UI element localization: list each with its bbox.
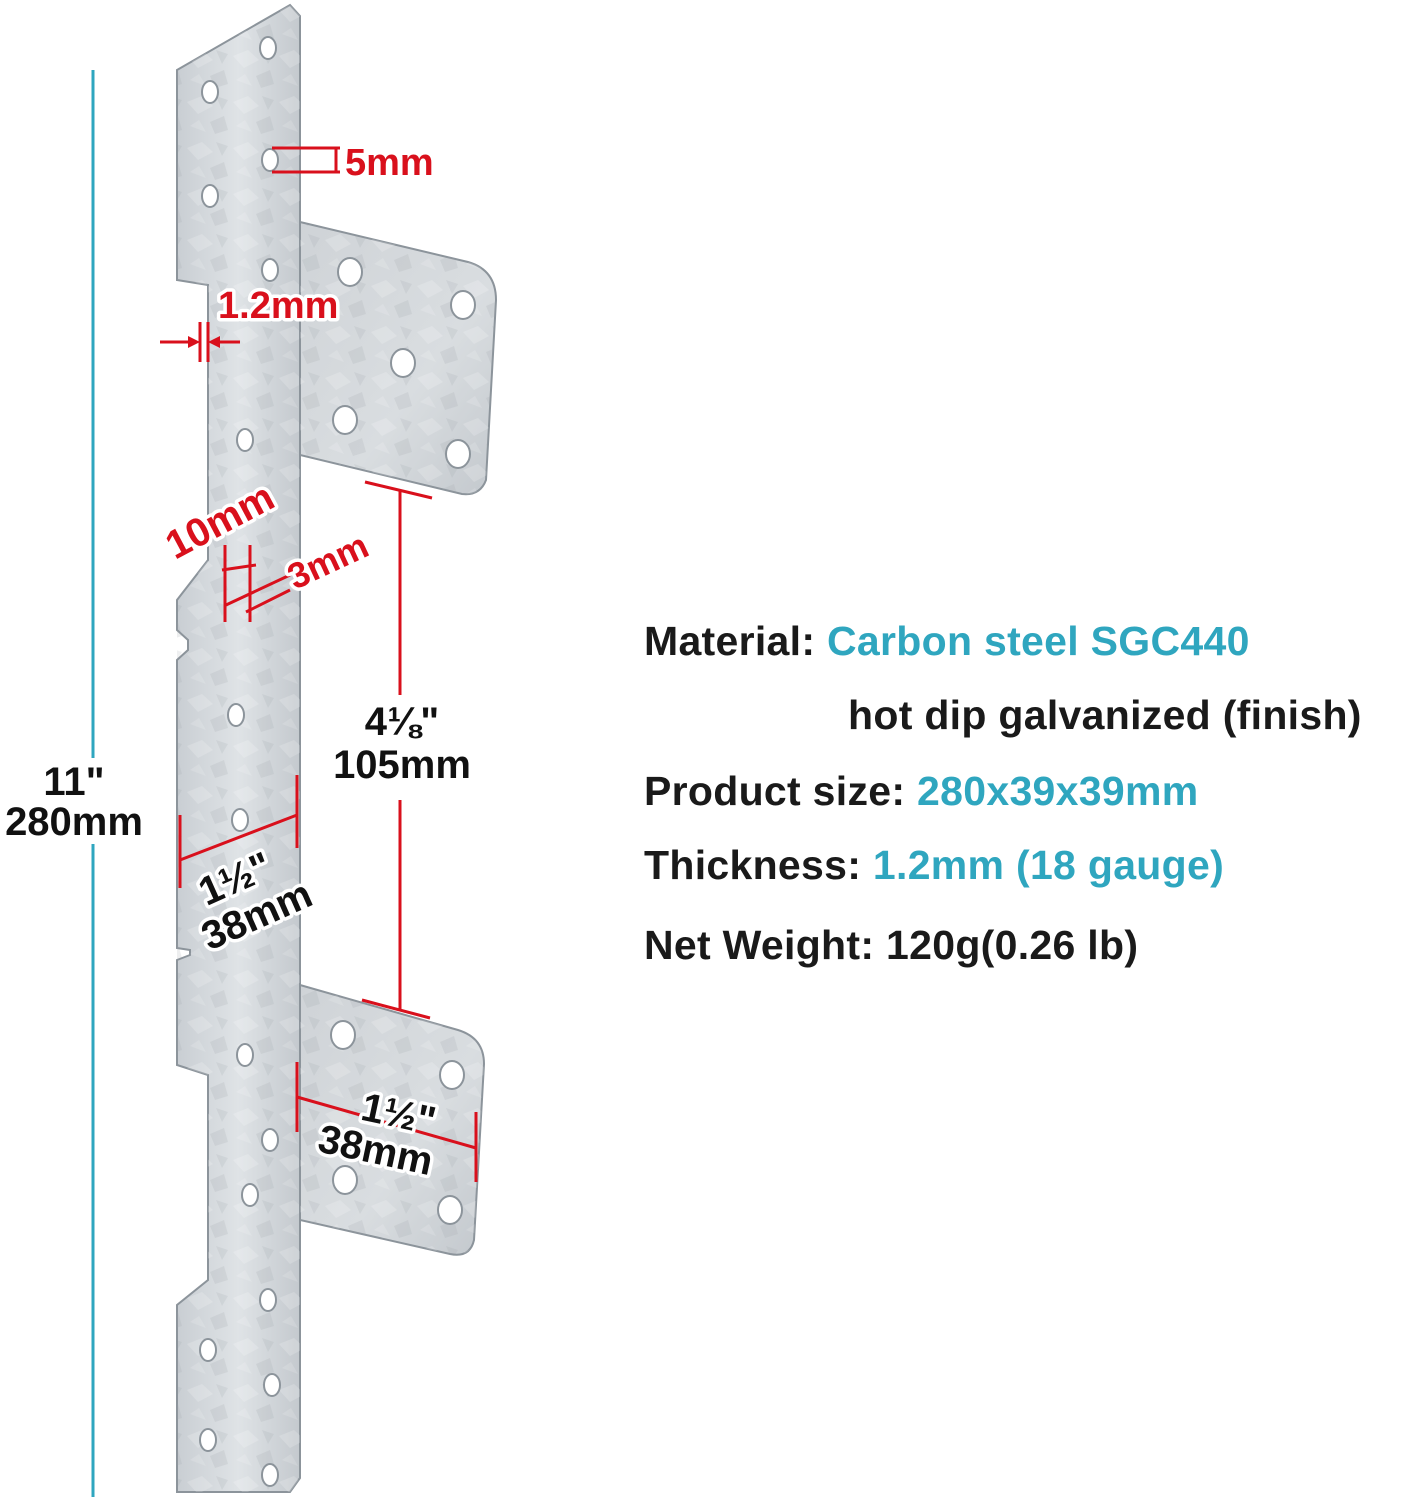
flange-width-in: 1½": [357, 1085, 439, 1144]
flange-holes: [330, 257, 476, 1225]
thickness-label: 1.2mm: [218, 285, 338, 327]
weight-label: Net Weight:: [644, 922, 875, 968]
material-label: Material:: [644, 618, 816, 664]
finish-spec: hot dip galvanized (finish): [848, 692, 1362, 739]
thickness-spec-label: Thickness:: [644, 842, 862, 888]
size-value: 280x39x39mm: [917, 768, 1199, 814]
thickness-spec: Thickness: 1.2mm (18 gauge): [644, 842, 1224, 889]
flange-spacing-label: 4⅛" 105mm: [330, 697, 475, 791]
material-spec: Material: Carbon steel SGC440: [644, 618, 1250, 665]
flange-width-label: 1½" 38mm: [311, 1082, 443, 1188]
thickness-dim: [160, 322, 240, 362]
weight-value: 120g(0.26 lb): [886, 922, 1139, 968]
flange-width-dim: [295, 1062, 478, 1182]
size-label: Product size:: [644, 768, 906, 814]
material-value: Carbon steel SGC440: [827, 618, 1250, 664]
flange-spacing-in: 4⅛": [365, 700, 440, 744]
thickness-spec-value: 1.2mm (18 gauge): [872, 842, 1225, 888]
flange-spacing-mm: 105mm: [333, 743, 471, 787]
finish-value: hot dip galvanized (finish): [848, 692, 1362, 738]
slot-dim: [221, 545, 291, 622]
overall-height-label: 11" 280mm: [0, 757, 152, 848]
hole-diameter-dim: [272, 146, 340, 174]
hole-diameter-label: 5mm: [345, 142, 434, 184]
flange-spacing-dim: [361, 480, 433, 1020]
weight-spec: Net Weight: 120g(0.26 lb): [644, 922, 1138, 969]
size-spec: Product size: 280x39x39mm: [644, 768, 1198, 815]
strap-holes: [199, 36, 281, 1487]
strap-width-dim: [178, 775, 299, 888]
overall-height-in: 11": [43, 760, 104, 804]
overall-height-mm: 280mm: [5, 800, 143, 844]
